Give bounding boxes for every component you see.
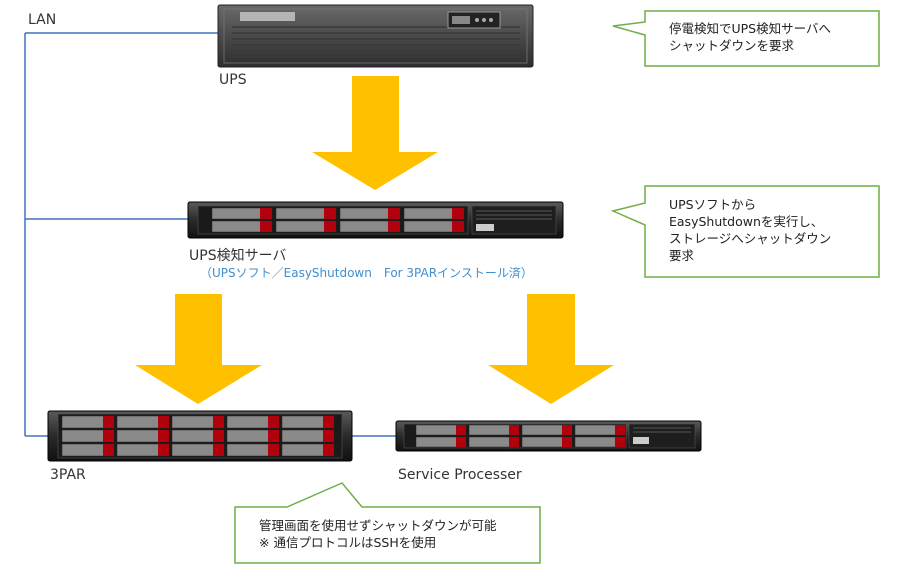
callout-server-line-3: ストレージへシャットダウン bbox=[669, 231, 832, 246]
callout-ups-line-1: 停電検知でUPS検知サーバへ bbox=[669, 21, 831, 36]
service-processor-device bbox=[395, 420, 702, 452]
callout-shapes bbox=[234, 10, 880, 564]
lan-label: LAN bbox=[28, 12, 57, 28]
callout-bottom-line-2: ※ 通信プロトコルはSSHを使用 bbox=[259, 535, 437, 550]
callout-server-line-4: 要求 bbox=[669, 248, 695, 263]
callout-server-line-1: UPSソフトから bbox=[669, 197, 757, 212]
callout-ups-line-2: シャットダウンを要求 bbox=[669, 38, 795, 53]
lan-lines bbox=[24, 32, 396, 437]
callout-bottom-shape bbox=[234, 482, 541, 564]
ups-device bbox=[217, 4, 534, 68]
ups-server-device bbox=[187, 201, 564, 239]
arrow-ups-to-server bbox=[312, 76, 438, 190]
arrow-server-to-3par bbox=[135, 294, 262, 404]
callout-server-line-2: EasyShutdownを実行し、 bbox=[669, 214, 824, 229]
ups-label: UPS bbox=[219, 72, 247, 88]
service-processor-label: Service Processer bbox=[398, 467, 522, 483]
arrows bbox=[135, 76, 614, 404]
callout-server-text: UPSソフトから EasyShutdownを実行し、 ストレージへシャットダウン… bbox=[669, 196, 831, 264]
3par-device bbox=[47, 410, 353, 462]
ups-server-label: UPS検知サーバ bbox=[189, 248, 287, 264]
callout-ups-text: 停電検知でUPS検知サーバへ シャットダウンを要求 bbox=[669, 20, 831, 54]
callout-ups-shape bbox=[612, 10, 880, 67]
callout-bottom-line-1: 管理画面を使用せずシャットダウンが可能 bbox=[259, 518, 497, 533]
3par-label: 3PAR bbox=[50, 467, 86, 483]
ups-server-sublabel: （UPSソフト／EasyShutdown For 3PARインストール済） bbox=[200, 266, 533, 280]
arrow-server-to-sp bbox=[488, 294, 614, 404]
callout-bottom-text: 管理画面を使用せずシャットダウンが可能 ※ 通信プロトコルはSSHを使用 bbox=[259, 517, 497, 551]
callout-server-shape bbox=[610, 185, 880, 278]
